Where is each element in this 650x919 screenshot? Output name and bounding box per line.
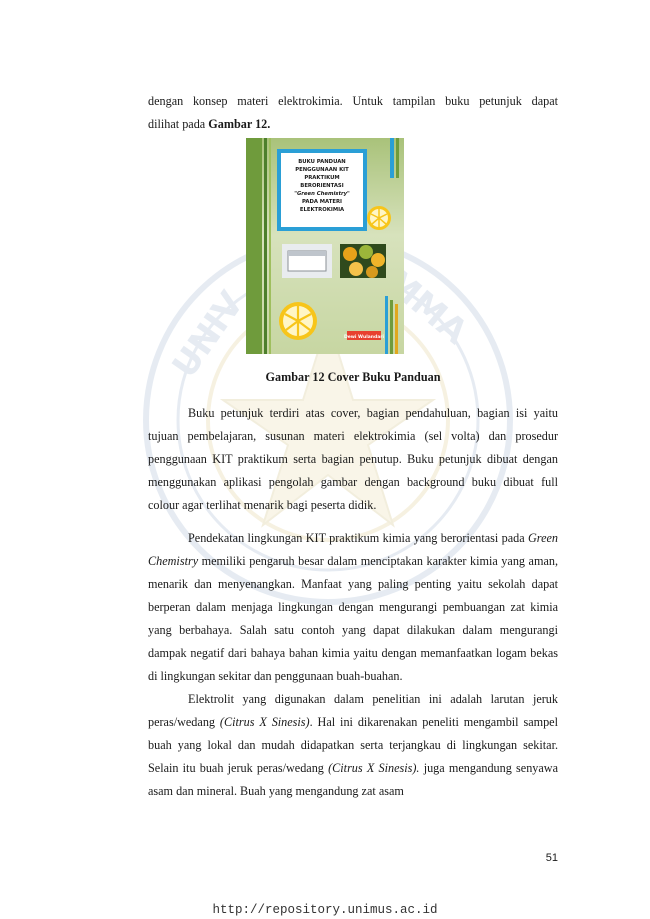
paragraph-text: . Hal ini dikarenakan peneliti mengambil… — [148, 715, 558, 775]
paragraph-green-chemistry: Pendekatan lingkungan KIT praktikum kimi… — [148, 527, 558, 688]
intro-line-1: dengan konsep materi elektrokimia. Untuk… — [148, 94, 558, 108]
page-number: 51 — [545, 852, 558, 864]
figure-reference: Gambar 12. — [208, 117, 271, 131]
italic-term: (Citrus X Sinesis) — [219, 715, 310, 729]
orange-slice-icon — [367, 206, 391, 230]
paragraph-text: memiliki pengaruh besar dalam menciptaka… — [148, 554, 558, 683]
cover-title-line: BERORIENTASI — [300, 183, 343, 189]
cover-title-line: PENGGUNAAN KIT — [295, 167, 349, 173]
paragraph-text: Elektrolit yang digunakan dalam peneliti… — [148, 692, 558, 729]
cover-author-text: Dewi Wulandari — [344, 334, 384, 340]
intro-text: dengan konsep materi elektrokimia. Untuk… — [148, 90, 558, 136]
oranges-image — [340, 244, 386, 278]
cover-title-line: PRAKTIKUM — [304, 175, 339, 181]
paragraph-electrolyte: Elektrolit yang digunakan dalam peneliti… — [148, 688, 558, 803]
cover-title: BUKU PANDUAN PENGGUNAAN KIT PRAKTIKUM BE… — [294, 159, 350, 213]
cover-title-line: "Green Chemistry" — [294, 191, 350, 197]
intro-line-2: dilihat pada Gambar 12. — [148, 113, 558, 136]
paragraph-text: juga mengandung senyawa asam dan mineral… — [148, 761, 559, 798]
footer-url: http://repository.unimus.ac.id — [212, 903, 438, 917]
kit-box-image — [282, 244, 332, 278]
italic-term: Green Chemistry — [148, 531, 558, 568]
figure-caption: Gambar 12 Cover Buku Panduan — [265, 370, 441, 384]
paragraph-cover-description: Buku petunjuk terdiri atas cover, bagian… — [148, 406, 558, 512]
italic-term: (Citrus X Sinesis). — [328, 761, 420, 775]
body-text: Buku petunjuk terdiri atas cover, bagian… — [148, 402, 558, 803]
intro-line-2-text: dilihat pada — [148, 117, 209, 131]
cover-title-line: BUKU PANDUAN — [298, 159, 346, 165]
cover-title-line: ELEKTROKIMIA — [300, 207, 345, 213]
cover-spine — [246, 138, 262, 354]
cover-title-frame — [277, 149, 367, 231]
orange-slice-icon — [279, 302, 317, 340]
paragraph-text: Pendekatan lingkungan KIT praktikum kimi… — [188, 531, 528, 545]
cover-title-line: PADA MATERI — [302, 199, 342, 205]
cover-figure: BUKU PANDUAN PENGGUNAAN KIT PRAKTIKUM BE… — [246, 138, 404, 354]
cover-author-label — [347, 331, 381, 340]
cover-image: BUKU PANDUAN PENGGUNAAN KIT PRAKTIKUM BE… — [246, 138, 404, 354]
